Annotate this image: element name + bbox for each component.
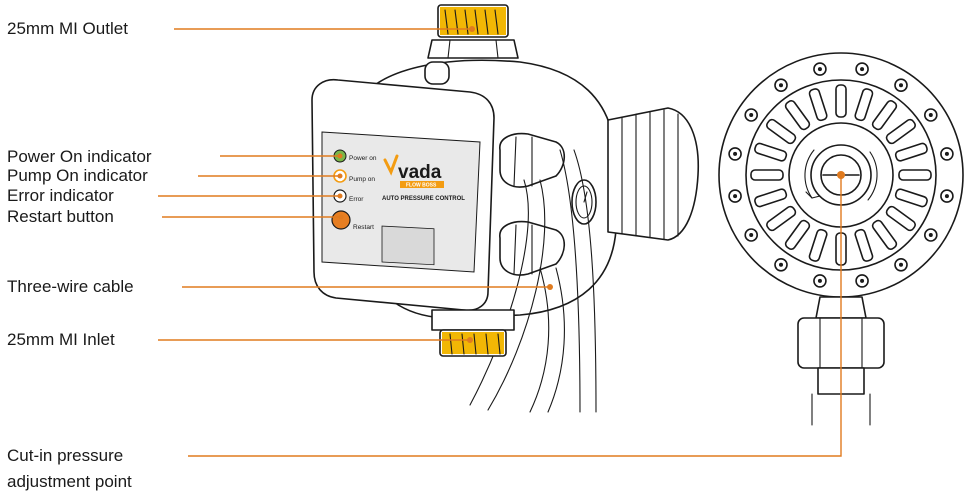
controller-front-view: Power on Pump on Error Restart vada FLOW… (312, 5, 698, 412)
product-name: AUTO PRESSURE CONTROL (382, 196, 465, 202)
error-label: Error (349, 196, 364, 203)
label-cutin-line2: adjustment point (7, 472, 132, 491)
rear-bolt-center (899, 83, 903, 87)
rear-bolt-center (818, 67, 822, 71)
label-error: Error indicator (7, 186, 114, 205)
restart-button[interactable] (332, 211, 350, 229)
rear-rib (899, 170, 931, 180)
rear-rib (836, 85, 846, 117)
rear-bolt-center (749, 113, 753, 117)
rear-bolt-center (945, 194, 949, 198)
callout-restart: Restart button (7, 207, 344, 226)
rear-bolt-center (860, 279, 864, 283)
rear-bolt-center (749, 233, 753, 237)
callout-power-on: Power On indicator (7, 147, 343, 166)
callout-error: Error indicator (7, 186, 343, 205)
label-restart: Restart button (7, 207, 114, 226)
rear-bolt-center (899, 263, 903, 267)
label-outlet: 25mm MI Outlet (7, 19, 128, 38)
brand-name: vada (398, 162, 442, 183)
rear-bolt-center (779, 83, 783, 87)
label-cable: Three-wire cable (7, 277, 134, 296)
callout-inlet: 25mm MI Inlet (7, 330, 473, 349)
rear-bolt-center (818, 279, 822, 283)
rear-bolt-center (945, 152, 949, 156)
rear-rib (751, 170, 783, 180)
brand-tagline: FLOW BOSS (406, 183, 437, 189)
rear-bolt-center (860, 67, 864, 71)
callout-outlet: 25mm MI Outlet (7, 19, 475, 38)
label-inlet: 25mm MI Inlet (7, 330, 115, 349)
inlet-fitting (432, 310, 514, 356)
callout-pump-on: Pump On indicator (7, 166, 343, 185)
restart-label: Restart (353, 224, 374, 231)
rear-bolt-center (779, 263, 783, 267)
label-pump-on: Pump On indicator (7, 166, 148, 185)
label-cutin-line1: Cut-in pressure (7, 446, 123, 465)
rear-bolt-center (929, 113, 933, 117)
rear-bolt-center (733, 152, 737, 156)
pump-on-label: Pump on (349, 176, 375, 183)
rear-bolt-center (929, 233, 933, 237)
rear-bolt-center (733, 194, 737, 198)
power-on-label: Power on (349, 155, 377, 162)
label-power-on: Power On indicator (7, 147, 152, 166)
